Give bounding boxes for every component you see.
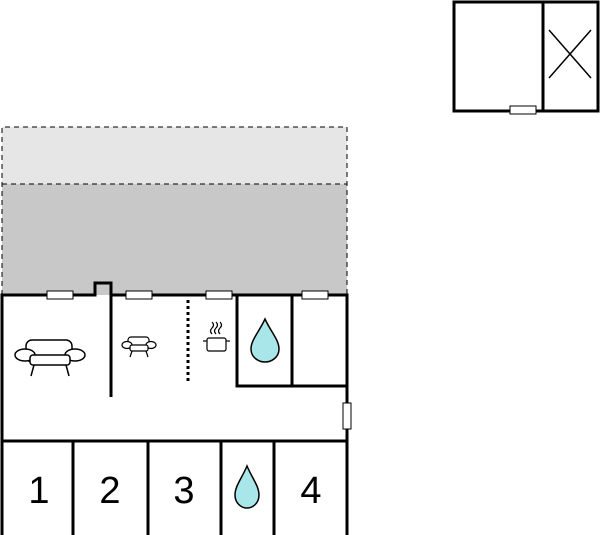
window <box>46 290 74 300</box>
bath-block <box>235 295 347 388</box>
annex-building <box>452 0 600 115</box>
armchair-icon <box>121 336 157 358</box>
sofa-icon <box>14 339 86 377</box>
annex-outline <box>452 0 600 113</box>
water-drop-icon <box>234 464 260 509</box>
annex-window <box>509 105 537 115</box>
window <box>342 402 352 430</box>
room-number-2: 2 <box>99 470 120 512</box>
cross-icon <box>548 29 592 79</box>
water-drop-icon <box>250 317 280 363</box>
window <box>205 290 233 300</box>
room-number-1: 1 <box>28 470 49 512</box>
windows <box>46 290 352 430</box>
cooking-pot-icon <box>203 321 230 352</box>
terrace-outline <box>1 126 348 295</box>
window <box>125 290 153 300</box>
window <box>301 290 329 300</box>
open-terrace <box>2 127 347 184</box>
covered-terrace <box>2 184 347 295</box>
terrace-area <box>1 126 348 295</box>
room-number-4: 4 <box>300 470 321 512</box>
room-number-3: 3 <box>173 470 194 512</box>
